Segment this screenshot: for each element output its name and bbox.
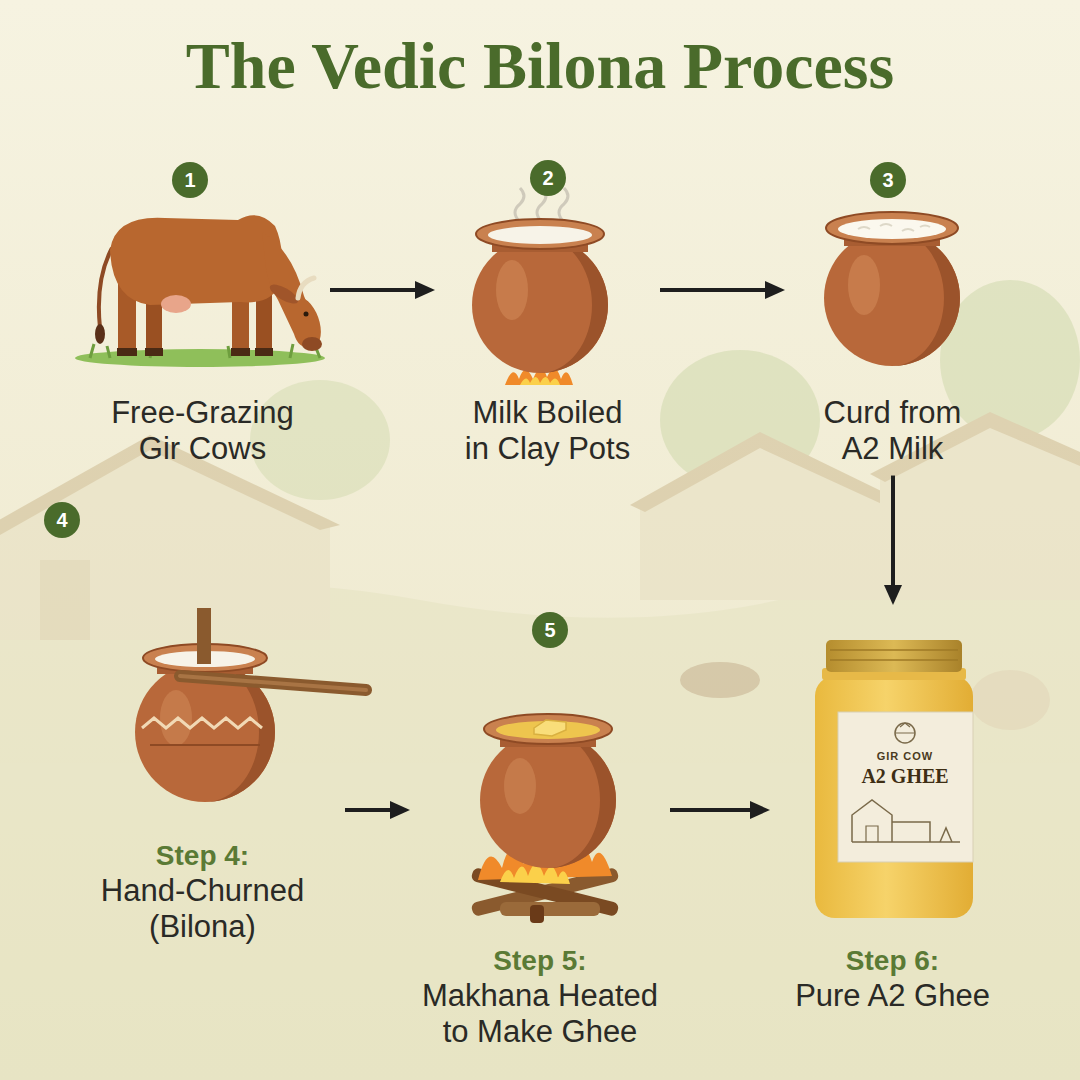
callout-number: 2 [530,160,566,196]
illustration-part [515,188,524,222]
flow-arrow [330,281,435,299]
arrow-head [765,281,785,299]
illustration-part [496,260,528,320]
illustration-part [75,349,325,367]
illustration-part [815,676,973,918]
step-caption: Pure A2 Ghee [773,978,1013,1014]
illustration-part [255,348,273,356]
illustration-part [267,281,301,307]
illustration-part [895,723,915,743]
illustration-part [0,577,1080,1080]
illustration-part [824,230,960,366]
illustration-part [852,800,960,842]
illustration-part [540,237,608,373]
step-caption: Milk Boiled in Clay Pots [462,395,634,468]
flow-arrow [345,801,410,819]
arrow-head [884,585,902,605]
arrow-shaft [345,808,392,812]
callout-number: 4 [44,502,80,538]
process-step: Step 6:Pure A2 Ghee [770,605,1015,1022]
illustration-part [895,723,915,733]
illustration-part [117,348,137,356]
illustration-part [892,230,960,366]
illustration-part [504,758,536,814]
jar-label-text: A2 GHEE [845,765,965,787]
illustration-part [559,188,568,222]
callout-number: 5 [532,612,568,648]
step-label: Step 6: [773,943,1013,978]
arrow-head [390,801,410,819]
illustration-part [826,212,958,244]
illustration-part [145,348,163,356]
flow-arrow [884,476,902,605]
diagram-title: The Vedic Bilona Process [0,30,1080,103]
illustration-part [530,905,544,923]
illustration-part [970,670,1050,730]
arrow-shaft [670,808,752,812]
illustration-part [304,312,309,317]
illustration-part [472,237,608,373]
illustration-part [484,714,612,744]
curd-pot [824,212,960,366]
process-step: Step 5:Makhana Heated to Make Ghee [410,700,670,1059]
step-label: Step 4: [83,838,323,873]
illustration-part [534,720,566,736]
illustration-part [838,712,973,862]
process-step: Milk Boiled in Clay Pots [435,195,660,476]
illustration-part [231,348,250,356]
illustration-part [150,744,260,746]
illustration-part [180,676,366,690]
step-label: Step 5: [413,943,668,978]
illustration-part [858,224,930,231]
illustration-part [302,337,322,351]
ghee-pot-on-fire [471,714,620,923]
illustration-part [826,640,962,672]
illustration-part [520,377,560,385]
arrow-shaft [330,288,417,292]
process-step: Free-Grazing Gir Cows [75,195,330,476]
illustration-part [830,650,958,660]
illustration-part [197,608,211,664]
jar-label-text: GIR COW [845,750,965,763]
illustration-part [99,248,112,328]
illustration-part [95,324,105,344]
step-caption: Curd from A2 Milk [810,395,975,468]
illustration-part [866,826,878,842]
boiling-pot [472,188,608,385]
illustration-part [476,219,604,249]
illustration-part [142,718,262,728]
illustration-part [298,278,314,298]
ghee-jar [815,640,973,918]
illustration-part [848,255,880,315]
step-caption: Makhana Heated to Make Ghee [413,978,668,1051]
arrow-head [750,801,770,819]
illustration-part [488,226,592,244]
process-step: Curd from A2 Milk [785,195,1000,476]
illustration-part [40,560,90,640]
callout-number: 3 [870,162,906,198]
illustration-part [548,732,616,868]
arrow-head [415,281,435,299]
churning-pot [135,608,366,802]
illustration-part [480,732,616,868]
step-caption: Hand-Churned (Bilona) [83,873,323,946]
cow-illustration [75,215,327,367]
village-scene [0,280,1080,1080]
process-step: Step 4:Hand-Churned (Bilona) [60,600,345,954]
illustration-part [500,902,600,916]
illustration-part [110,215,282,305]
illustration-part [0,440,330,640]
arrow-shaft [891,476,895,587]
illustration-part [838,219,946,239]
step-caption: Free-Grazing Gir Cows [95,395,310,468]
callout-number: 1 [172,162,208,198]
arrow-shaft [660,288,767,292]
flow-arrow [660,281,785,299]
illustration-part [180,676,366,690]
flow-arrow [670,801,770,819]
illustration-part [496,721,600,739]
illustration-part [161,295,191,313]
illustration-part [680,662,760,698]
